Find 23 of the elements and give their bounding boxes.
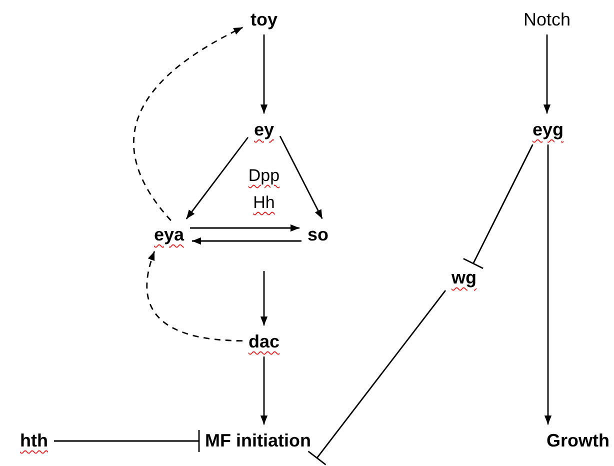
gene-label: ey <box>250 118 278 142</box>
gene-label: eya <box>150 224 188 246</box>
arrow <box>190 224 300 232</box>
signal-label: Hh <box>253 193 275 213</box>
arrow <box>133 26 244 221</box>
arrow <box>543 34 551 114</box>
arrow <box>260 34 268 114</box>
signal-label: Dpp <box>248 166 280 186</box>
process-label: Growth <box>544 430 612 452</box>
arrow <box>146 251 243 342</box>
gene-label: dac <box>245 330 283 354</box>
signal-label: Notch <box>520 8 574 32</box>
arrow <box>192 237 302 245</box>
gene-label: eyg <box>529 118 567 142</box>
arrow <box>186 136 249 220</box>
arrow <box>279 136 323 220</box>
gene-label: toy <box>248 8 280 32</box>
gene-label: so <box>304 224 332 246</box>
gene-label: hth <box>17 430 51 452</box>
arrow <box>260 271 268 326</box>
gene-label: wg <box>448 266 480 290</box>
process-label: MF initiation <box>202 430 314 452</box>
arrow <box>544 144 552 424</box>
